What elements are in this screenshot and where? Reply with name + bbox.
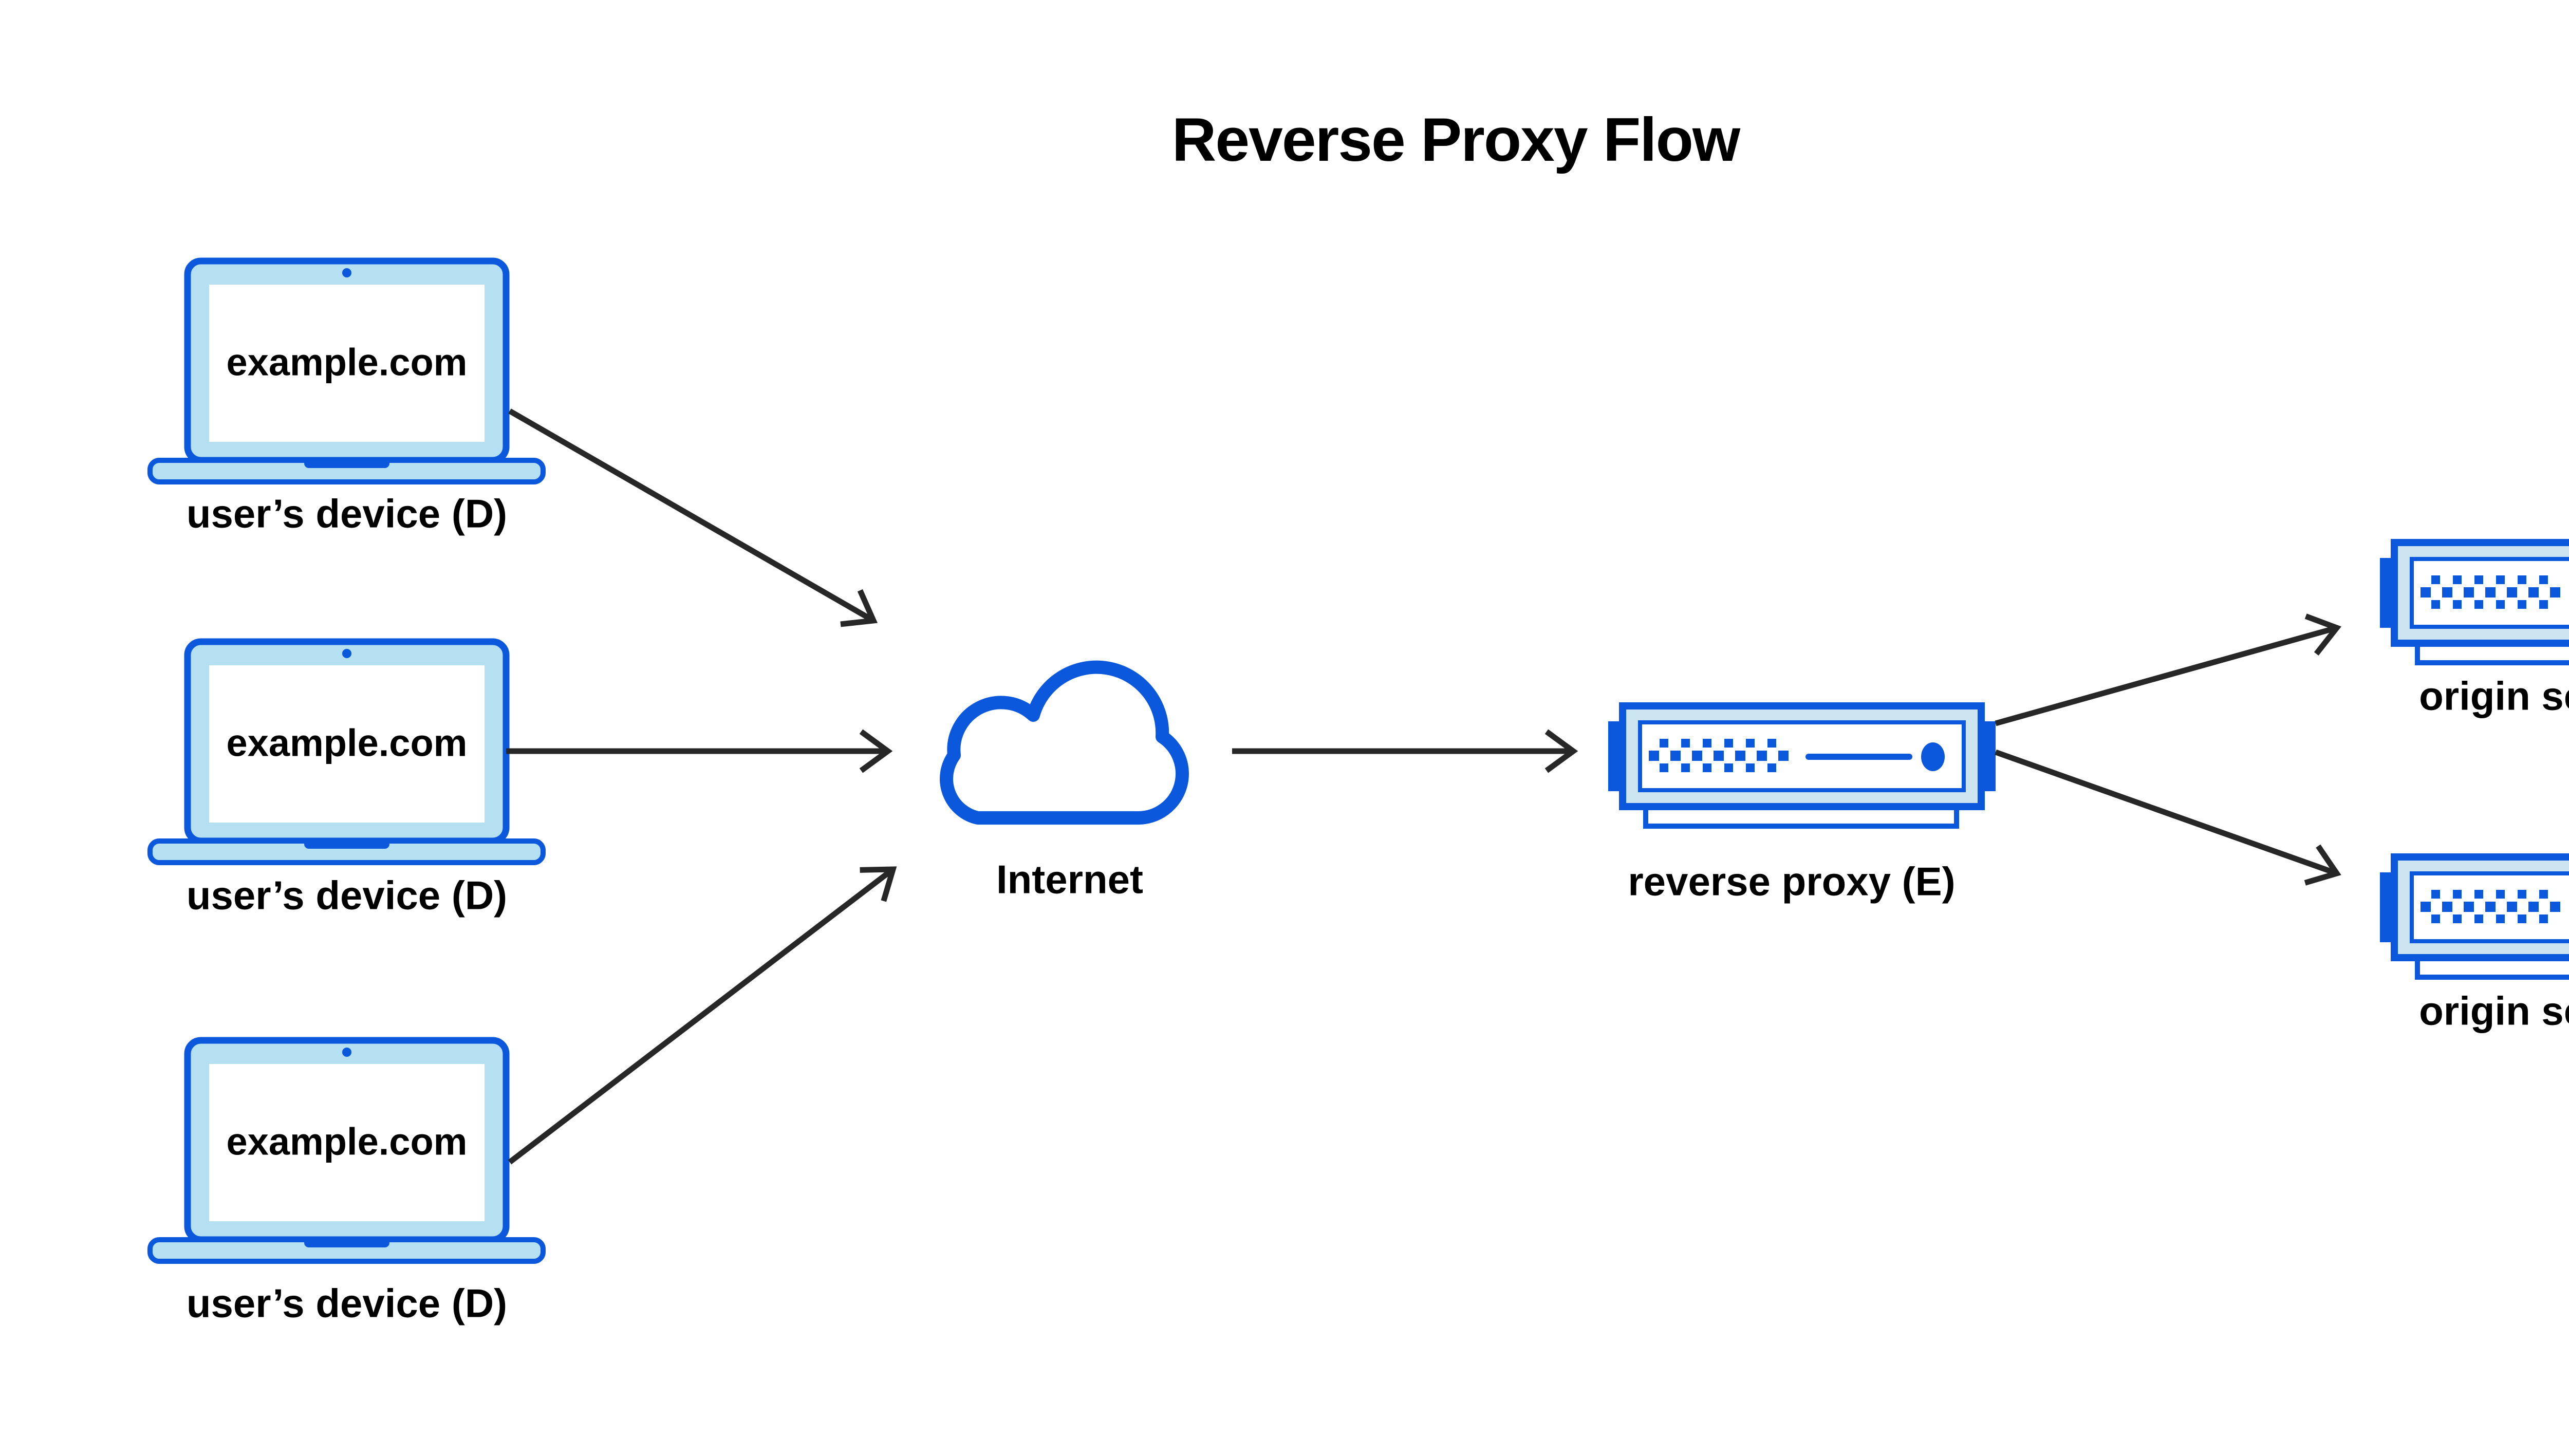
device-label: user’s device (D) <box>186 872 508 918</box>
server-icon <box>2380 857 2569 977</box>
device-screen-url: example.com <box>226 341 468 384</box>
diagram-title: Reverse Proxy Flow <box>1171 105 1741 174</box>
arrow-device3-internet <box>508 866 897 1165</box>
internet-label: Internet <box>996 856 1144 902</box>
cloud-icon <box>940 660 1189 825</box>
origin-server-label: origin server (F) <box>2419 988 2569 1034</box>
device-label: user’s device (D) <box>186 491 508 536</box>
server-icon <box>1608 706 1996 826</box>
origin-server-label: origin server (F) <box>2419 673 2569 719</box>
server-icon <box>2380 543 2569 663</box>
arrow-proxy-origin1 <box>1995 613 2341 726</box>
device-screen-url: example.com <box>226 1120 468 1163</box>
reverse-proxy-label: reverse proxy (E) <box>1628 858 1956 904</box>
arrow-proxy-origin2 <box>1995 749 2341 886</box>
device-screen-url: example.com <box>226 721 468 764</box>
arrow-device1-internet <box>508 408 878 627</box>
device-label: user’s device (D) <box>186 1280 508 1326</box>
